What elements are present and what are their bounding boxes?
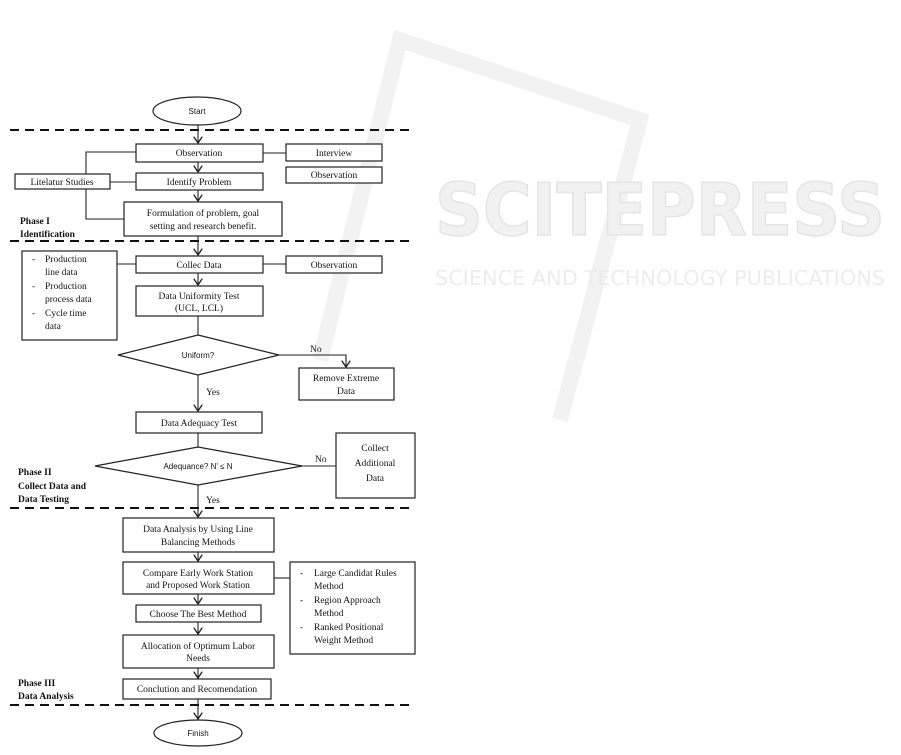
formulation-line: Formulation of problem, goal (147, 208, 260, 219)
yes-label: Yes (206, 496, 220, 506)
conclusion-box (122, 678, 272, 700)
bullet: - (300, 569, 303, 579)
remove-extreme-line: Data (337, 387, 356, 397)
literature-studies-box (14, 173, 111, 190)
method-item: Method (314, 609, 344, 619)
compare-line: and Proposed Work Station (146, 581, 250, 591)
collect-additional-line: Data (366, 474, 385, 484)
observation-method-box (285, 166, 383, 184)
bullet: - (32, 309, 35, 319)
method-item: Method (314, 582, 344, 592)
adequacy-test-label: Data Adequacy Test (161, 419, 238, 429)
method-item: Large Candidat Rules (314, 569, 397, 579)
phase2-label: Data Testing (18, 495, 69, 505)
observation-collect-box (285, 255, 383, 274)
allocation-box (122, 634, 275, 669)
phase1-label: Identification (20, 230, 76, 240)
watermark-tagline: SCIENCE AND TECHNOLOGY PUBLICATIONS (435, 266, 885, 290)
data-analysis-line: Balancing Methods (161, 538, 235, 548)
choose-best-box (135, 604, 262, 623)
adequacy-decision (94, 446, 303, 486)
allocation-line: Allocation of Optimum Labor (141, 641, 256, 652)
data-list-item: process data (45, 295, 92, 305)
data-list: - Production line data - Production proc… (32, 255, 92, 332)
methods-list: - Large Candidat Rules Method - Region A… (300, 569, 397, 646)
collect-additional-box (335, 432, 416, 499)
compare-line: Compare Early Work Station (143, 569, 253, 579)
method-item: Weight Method (314, 636, 373, 646)
data-list-item: Production (45, 255, 87, 265)
uniform-question: Uniform? (182, 351, 215, 360)
data-analysis-line: Data Analysis by Using Line (143, 525, 253, 535)
interview-label: Interview (316, 149, 353, 159)
watermark-book-icon (312, 29, 650, 423)
watermark-logo: SCITEPRESS (435, 168, 885, 252)
finish-terminal (153, 719, 243, 747)
bullet: - (300, 623, 303, 633)
uniformity-test-line: Data Uniformity Test (159, 291, 240, 302)
bullet: - (300, 596, 303, 606)
bullet: - (32, 282, 35, 292)
observation-collect-label: Observation (311, 261, 358, 271)
allocation-line: Needs (186, 654, 210, 664)
identify-problem-label: Identify Problem (167, 177, 232, 188)
formulation-box (123, 201, 283, 237)
method-item: Region Approach (314, 596, 381, 606)
adequacy-question: Adequance? N' ≤ N (163, 462, 232, 471)
collect-data-label: Collec Data (176, 261, 222, 271)
no-label: No (310, 345, 322, 355)
collect-additional-line: Additional (355, 459, 396, 469)
uniform-decision (117, 334, 280, 376)
identify-problem-box (135, 172, 264, 191)
choose-best-label: Choose The Best Method (150, 610, 247, 620)
no-label: No (315, 455, 327, 465)
literature-studies-label: Litelatur Studies (30, 178, 93, 188)
start-label: Start (189, 107, 207, 116)
collect-additional-line: Collect (361, 444, 389, 454)
uniformity-test-box (135, 285, 264, 317)
uniformity-test-line: (UCL, LCL) (175, 303, 223, 314)
data-list-box (21, 250, 118, 341)
remove-extreme-line: Remove Extreme (313, 374, 379, 384)
start-terminal (152, 96, 242, 126)
data-list-item: line data (45, 268, 78, 278)
connectors (85, 125, 346, 719)
observation-method-label: Observation (311, 171, 358, 181)
remove-extreme-box (298, 367, 395, 401)
bullet: - (32, 255, 35, 265)
data-list-item: Cycle time (45, 309, 86, 319)
observation-label: Observation (176, 149, 223, 159)
yes-label: Yes (206, 388, 220, 398)
adequacy-test-box (135, 411, 263, 434)
compare-box (122, 561, 275, 595)
watermark: SCITEPRESS SCIENCE AND TECHNOLOGY PUBLIC… (312, 29, 886, 423)
phase3-label: Phase III (18, 679, 56, 689)
phase2-label: Collect Data and (18, 482, 87, 492)
phase2-label: Phase II (18, 468, 52, 478)
conclusion-label: Conclution and Recomendation (137, 685, 258, 695)
data-analysis-box (122, 517, 275, 553)
collect-data-box (135, 255, 264, 274)
finish-label: Finish (187, 729, 208, 738)
method-item: Ranked Positional (314, 623, 384, 633)
phase1-label: Phase I (20, 217, 50, 227)
phase3-label: Data Analysis (18, 692, 74, 702)
interview-box (285, 143, 383, 162)
data-list-item: data (45, 322, 62, 332)
methods-list-box (289, 561, 416, 655)
observation-box (135, 143, 264, 163)
data-list-item: Production (45, 282, 87, 292)
formulation-line: setting and research benefit. (150, 221, 257, 232)
